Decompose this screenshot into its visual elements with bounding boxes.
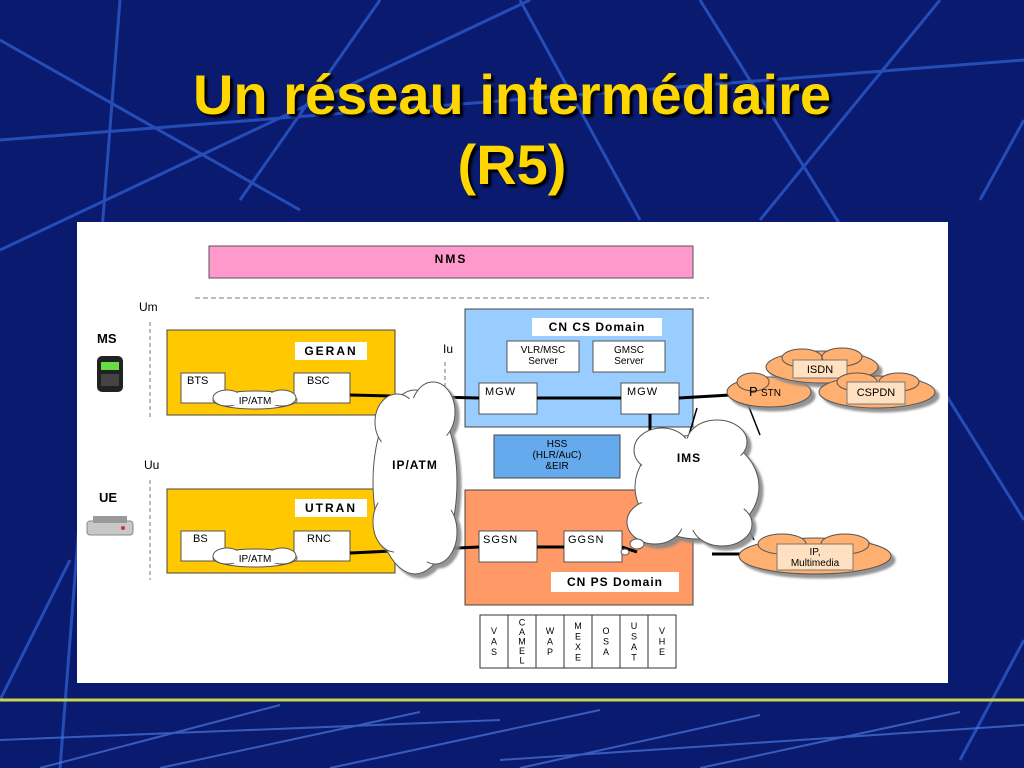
service-letter: S [491, 647, 497, 657]
core-ipatm-cloud [372, 381, 458, 575]
ps-domain-label: CN PS Domain [567, 575, 663, 589]
service-letter: U [631, 621, 638, 631]
service-letter: T [631, 652, 637, 662]
bsc-box [293, 372, 351, 404]
iu-label: Iu [443, 342, 453, 356]
uu-label: Uu [144, 458, 159, 472]
service-letter: W [546, 626, 555, 636]
um-label: Um [139, 300, 158, 314]
ggsn-label: GGSN [568, 534, 604, 546]
sgsn-label: SGSN [483, 534, 518, 546]
service-letter: M [518, 637, 526, 647]
nms-bar [208, 245, 694, 279]
hss-line1: HSS [547, 439, 568, 450]
gmsc-line1: GMSC [614, 345, 644, 356]
cs-domain-label: CN CS Domain [549, 320, 646, 334]
service-letter: H [659, 637, 666, 647]
mobile-phone-icon [97, 356, 123, 392]
service-letter: S [603, 637, 609, 647]
geran-label: GERAN [304, 344, 357, 358]
sgsn-box [478, 530, 538, 563]
service-letter: C [519, 617, 526, 627]
pstn-cloud [726, 372, 812, 408]
service-letter: V [491, 626, 497, 636]
isdn-box [792, 359, 848, 379]
pstn-label-rest: STN [761, 388, 781, 399]
hss-line2: (HLR/AuC) [533, 450, 582, 461]
service-letter: M [574, 621, 582, 631]
service-box [563, 614, 593, 669]
ip-line2: Multimedia [791, 558, 840, 569]
service-letter: E [659, 647, 665, 657]
pstn-label-p: P [749, 384, 758, 399]
utran-ipatm-cloud [212, 547, 298, 568]
rnc-box [293, 530, 351, 562]
bsc-label: BSC [307, 375, 330, 387]
gmsc-box [592, 340, 666, 373]
ms-label: MS [97, 331, 117, 346]
isdn-label: ISDN [807, 364, 833, 376]
cs-domain-label-bg [532, 318, 662, 336]
service-letter: X [575, 642, 581, 652]
vlr-msc-box [506, 340, 580, 373]
geran-ipatm-label: IP/ATM [239, 396, 272, 407]
utran-ipatm-label: IP/ATM [239, 554, 272, 565]
service-letter: E [575, 652, 581, 662]
service-letter: A [491, 637, 497, 647]
service-box [535, 614, 565, 669]
service-letter: E [575, 631, 581, 641]
service-letter: P [547, 647, 553, 657]
laptop-icon [86, 516, 134, 536]
service-letter: O [602, 626, 609, 636]
geran-label-bg [295, 342, 367, 360]
service-letter: A [603, 647, 609, 657]
service-letter: E [519, 646, 525, 656]
ps-domain-label-bg [551, 572, 679, 592]
core-ipatm-label: IP/ATM [392, 458, 438, 472]
service-letter: A [547, 637, 553, 647]
vlr-msc-line2: Server [528, 356, 558, 367]
cspdn-label: CSPDN [857, 387, 896, 399]
ip-multimedia-box [776, 543, 854, 571]
service-letter: A [519, 627, 525, 637]
utran-label: UTRAN [305, 501, 357, 515]
network-diagram-svg: NMS Um Uu Iu MS UE GERAN BTS BSC IP/ATM … [86, 245, 936, 669]
service-letter: S [631, 631, 637, 641]
title-line-1: Un réseau intermédiaire [192, 63, 832, 126]
bts-label: BTS [187, 375, 208, 387]
service-letter: A [631, 642, 637, 652]
bs-label: BS [193, 533, 208, 545]
mgw-left-label: MGW [485, 386, 516, 398]
hss-box [493, 434, 621, 479]
service-box [647, 614, 677, 669]
ims-cloud [620, 419, 760, 556]
ip-line1: IP, [810, 547, 821, 558]
slide-title: Un réseau intermédiaire (R5) [40, 60, 984, 200]
geran-ipatm-cloud [212, 389, 298, 410]
mgw-left-box [478, 382, 538, 415]
service-box [479, 614, 509, 669]
vlr-msc-line1: VLR/MSC [521, 345, 565, 356]
gmsc-line2: Server [614, 356, 644, 367]
title-line-2: (R5) [457, 133, 567, 196]
nms-label: NMS [435, 252, 468, 266]
hss-line3: &EIR [545, 461, 568, 472]
mgw-right-label: MGW [627, 386, 658, 398]
utran-label-bg [295, 499, 367, 517]
service-box [619, 614, 649, 669]
cspdn-box [846, 381, 906, 405]
network-diagram: NMS Um Uu Iu MS UE GERAN BTS BSC IP/ATM … [77, 222, 948, 683]
service-letter: V [659, 626, 665, 636]
ims-label: IMS [677, 451, 701, 465]
service-letter: L [519, 656, 524, 666]
ue-label: UE [99, 490, 117, 505]
rnc-label: RNC [307, 533, 331, 545]
